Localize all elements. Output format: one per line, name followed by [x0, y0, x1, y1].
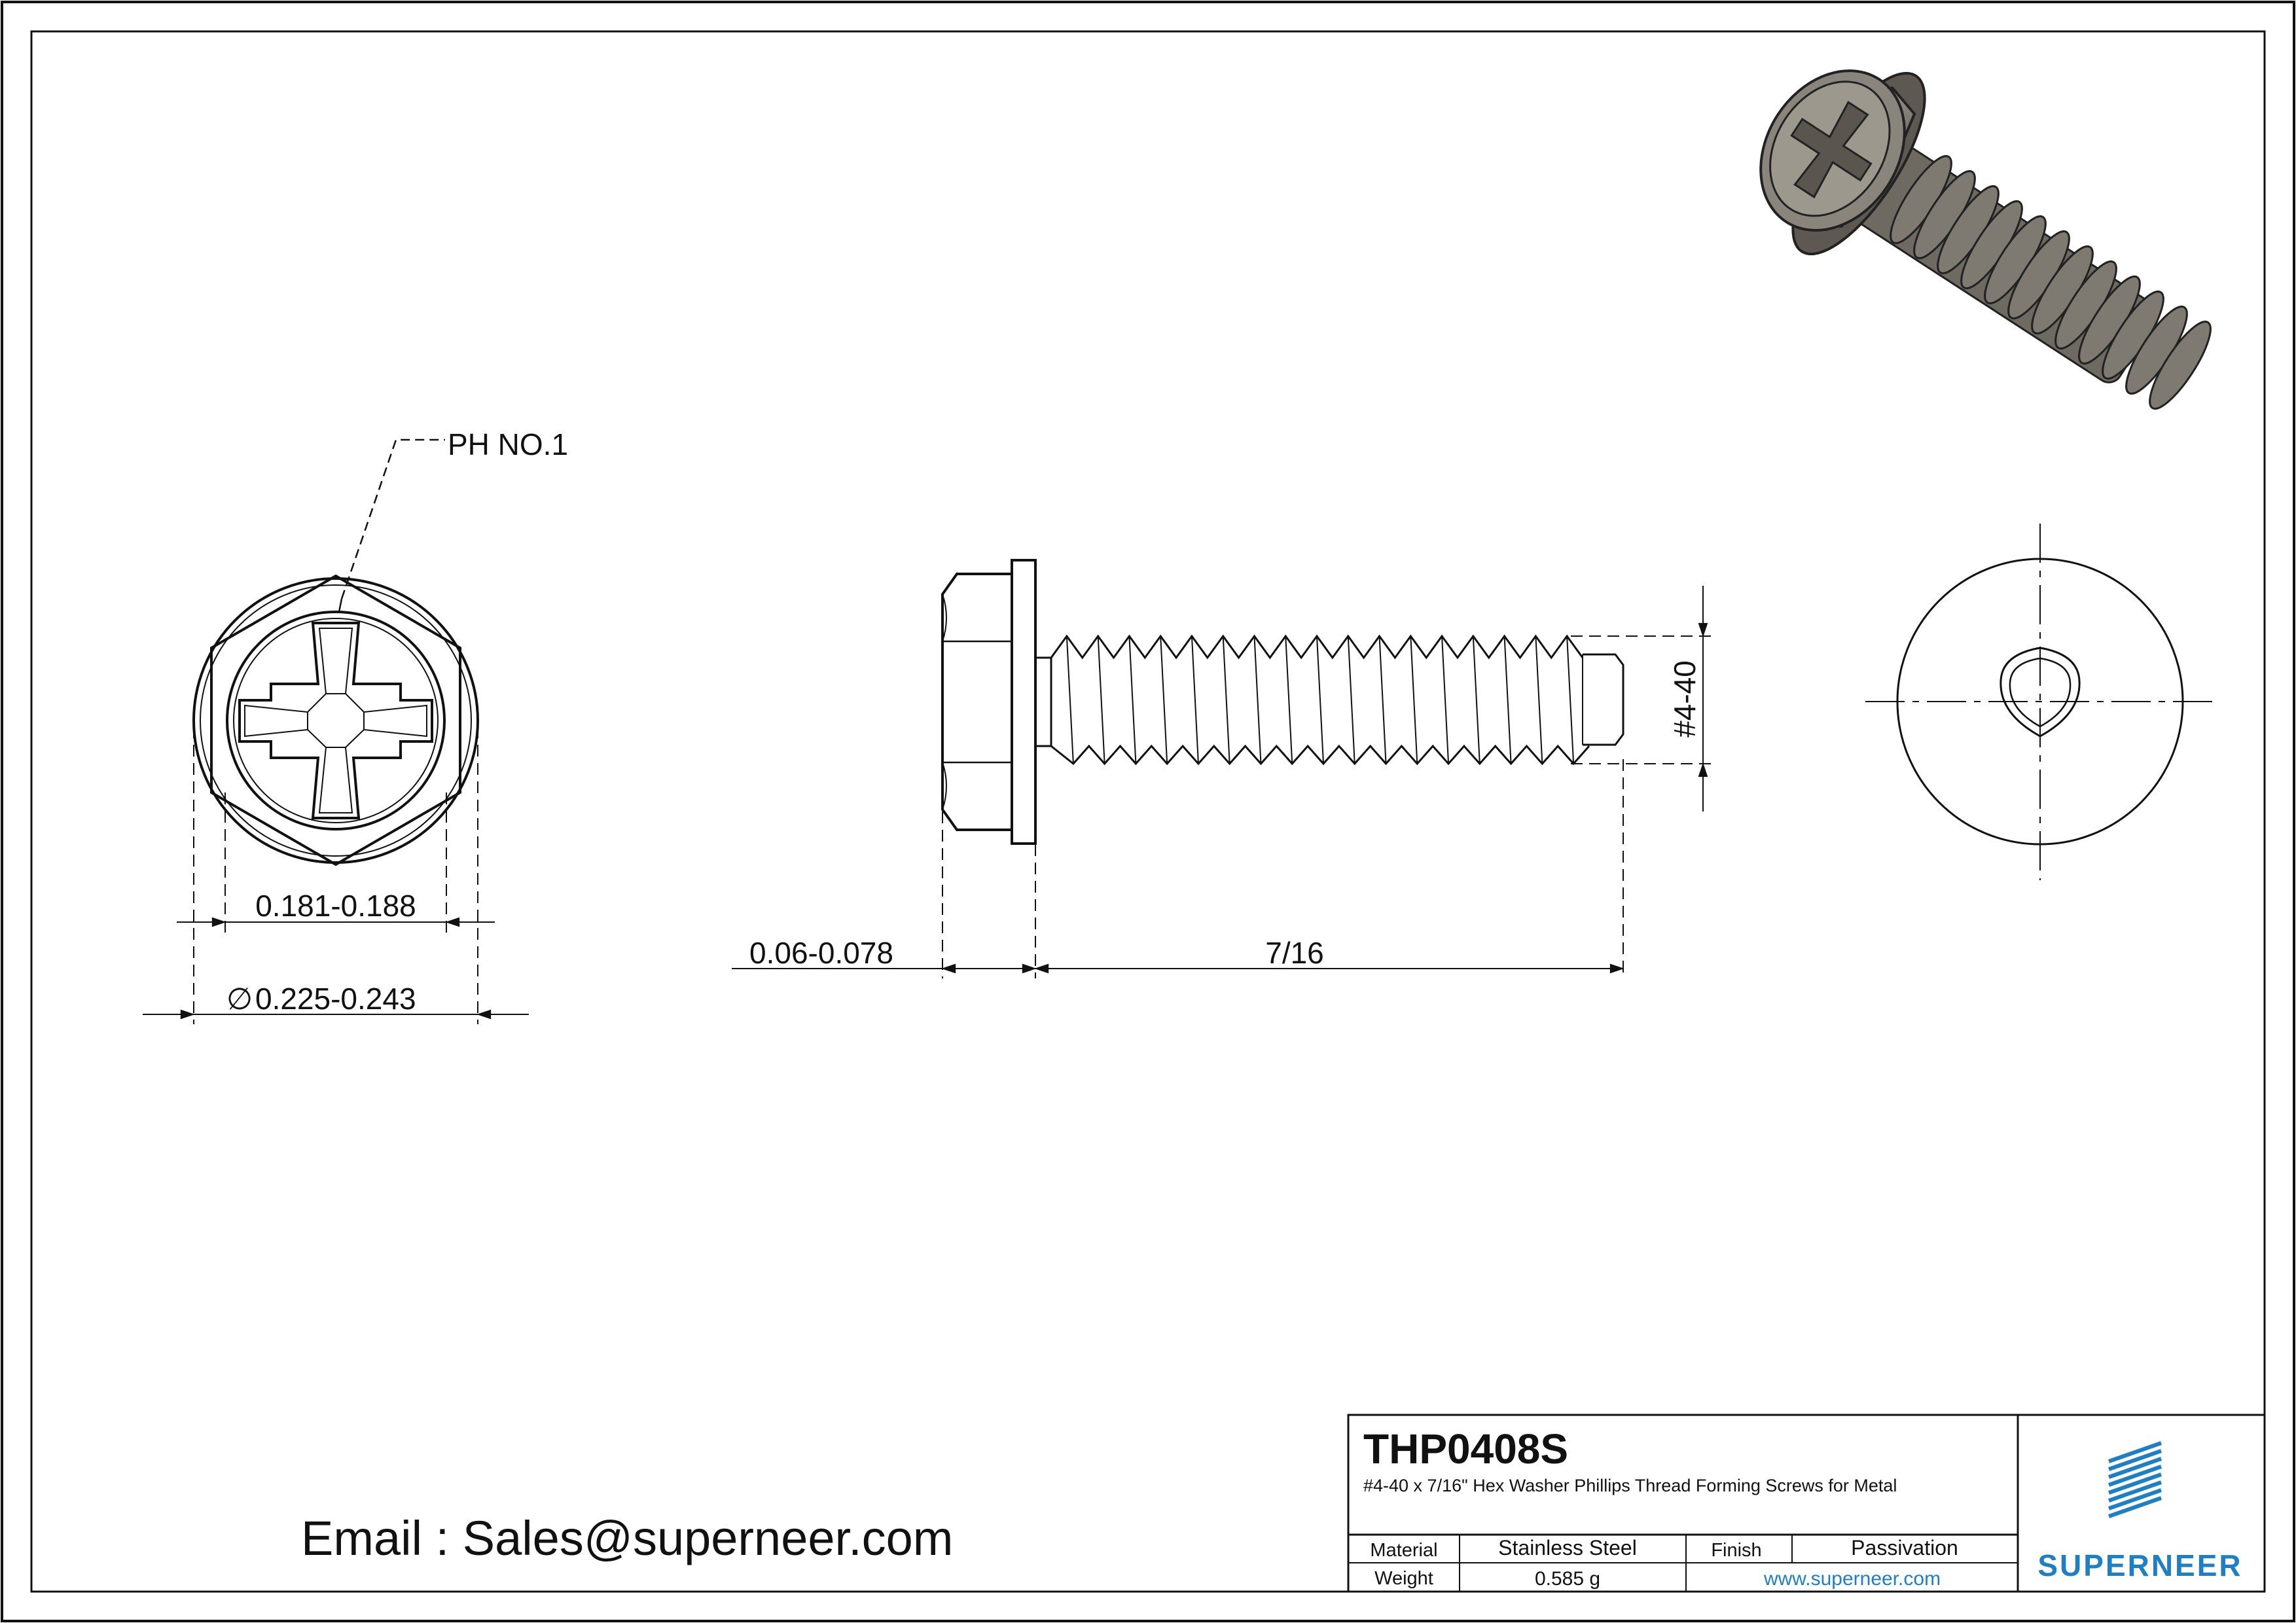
head-front-view	[192, 574, 479, 866]
washer-diameter-text: 0.225-0.243	[255, 982, 416, 1016]
screw-3d-render	[1759, 69, 2212, 410]
logo-stripe	[2108, 1480, 2162, 1503]
washer-thickness-dimension: 0.06-0.078	[732, 812, 1037, 978]
logo-stripe	[2108, 1457, 2162, 1479]
thread-crest-line	[1316, 635, 1324, 764]
thread-crest-line	[1191, 635, 1199, 764]
side-view	[941, 559, 1624, 845]
end-view	[1865, 524, 2219, 880]
thread-crest-line	[1222, 635, 1230, 764]
length-dimension: 7/16	[1034, 759, 1624, 978]
thread-body	[1035, 634, 1624, 766]
thread-crest-line	[1378, 635, 1387, 764]
thread-crest-line	[1503, 635, 1512, 764]
thread-crest-line	[1535, 635, 1543, 764]
website-link[interactable]: www.superneer.com	[1763, 1568, 1941, 1590]
thread-crest-line	[1160, 635, 1168, 764]
thread-crest-line	[1253, 635, 1262, 764]
title-block: THP0408S #4-40 x 7/16" Hex Washer Philli…	[1347, 1414, 2266, 1593]
driver-callout: PH NO.1	[338, 427, 568, 613]
finish-value: Passivation	[1851, 1536, 1958, 1560]
washer-diameter-dimension: ∅ 0.225-0.243	[143, 726, 529, 1024]
thread-crest-line	[1097, 635, 1105, 764]
weight-label: Weight	[1374, 1568, 1433, 1589]
logo-stripe	[2108, 1465, 2162, 1487]
thread-crest-line	[1441, 635, 1450, 764]
render-thread-ring	[2149, 320, 2212, 410]
material-value: Stainless Steel	[1498, 1536, 1637, 1560]
finish-label: Finish	[1711, 1540, 1761, 1561]
phillips-recess-icon	[238, 622, 433, 819]
superneer-logo-icon	[2108, 1441, 2162, 1518]
thread-crest-line	[1566, 635, 1575, 764]
diameter-symbol: ∅	[226, 982, 253, 1016]
part-description: #4-40 x 7/16" Hex Washer Phillips Thread…	[1363, 1476, 1897, 1495]
thread-crest-line	[1410, 635, 1418, 764]
hex-flats-dimension: 0.181-0.188	[177, 793, 495, 936]
material-label: Material	[1370, 1540, 1437, 1561]
driver-callout-text: PH NO.1	[448, 427, 568, 461]
logo-stripe	[2108, 1472, 2162, 1495]
thread-crest-line	[1285, 635, 1293, 764]
thread-crest-line	[1128, 635, 1137, 764]
email-line[interactable]: Email : Sales@superneer.com	[301, 1511, 953, 1565]
washer-thickness-text: 0.06-0.078	[749, 936, 893, 970]
hex-flats-text: 0.181-0.188	[255, 889, 416, 923]
logo-stripe	[2108, 1441, 2162, 1463]
logo-stripe	[2108, 1449, 2162, 1471]
thread-size-dimension: #4-40	[1571, 586, 1715, 812]
thread-crest-line	[1347, 635, 1355, 764]
brand-name: SUPERNEER	[2037, 1548, 2242, 1582]
weight-value: 0.585 g	[1535, 1568, 1600, 1590]
thread-crest-line	[1066, 635, 1074, 764]
thread-crest-line	[1472, 635, 1480, 764]
logo-stripe	[2108, 1488, 2162, 1510]
length-text: 7/16	[1265, 936, 1324, 970]
logo-stripe	[2108, 1496, 2162, 1518]
thread-size-text: #4-40	[1668, 660, 1702, 738]
part-number: THP0408S	[1363, 1425, 1568, 1472]
